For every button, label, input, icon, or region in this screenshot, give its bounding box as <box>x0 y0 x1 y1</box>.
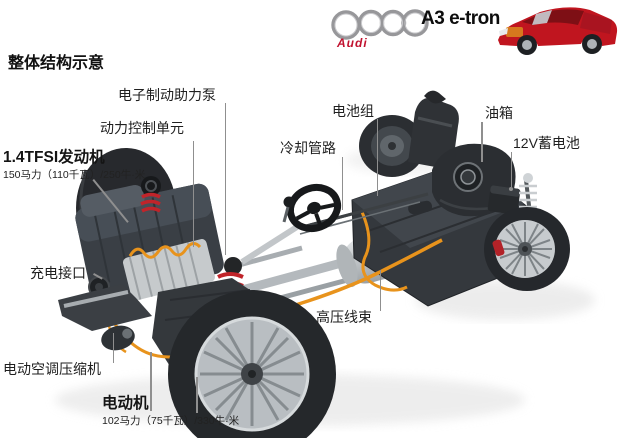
front-subframe <box>58 284 152 331</box>
leader-hv-harness <box>379 270 381 311</box>
callout-motor: 电动机 102马力（75千瓦）/330牛·米 <box>102 395 239 427</box>
leader-12v-endpoint <box>509 187 513 191</box>
leader-cooling <box>341 157 343 210</box>
callout-cooling-pipes: 冷却管路 <box>280 140 336 156</box>
callout-power-control: 动力控制单元 <box>100 120 184 136</box>
callout-battery-12v: 12V蓄电池 <box>513 135 580 151</box>
callout-charge-port: 充电接口 <box>30 265 86 281</box>
callout-fuel-tank-label: 油箱 <box>485 105 513 121</box>
front-left-strut <box>140 176 161 213</box>
callout-motor-label: 电动机 <box>102 395 149 412</box>
callout-ac-compressor-label: 电动空调压缩机 <box>3 361 101 377</box>
callout-charge-port-label: 充电接口 <box>30 265 86 281</box>
leader-fuel-tank <box>481 122 483 162</box>
leader-battery-pack <box>376 119 378 196</box>
steering-wheel <box>240 183 342 265</box>
front-left-wheel <box>168 290 336 438</box>
leader-motor-2 <box>196 377 198 413</box>
callout-motor-spec: 102马力（75千瓦）/330牛·米 <box>102 414 240 427</box>
rear-strut-spring <box>519 173 537 215</box>
model-name: A3 e-tron <box>421 8 500 29</box>
callout-power-control-label: 动力控制单元 <box>100 120 184 136</box>
callout-hv-harness-label: 高压线束 <box>316 309 372 325</box>
leader-power-control <box>192 141 194 247</box>
callout-engine-spec: 150马力（110千瓦）/250牛·米 <box>3 168 146 181</box>
car-cutaway-image <box>498 7 618 55</box>
rear-left-wheel <box>484 207 570 291</box>
callout-battery-pack: 电池组 <box>332 103 374 119</box>
ac-compressor-shape <box>101 325 135 351</box>
callout-battery-12v-label: 12V蓄电池 <box>513 135 580 151</box>
battery-12v-shape <box>487 185 521 215</box>
leader-ac-compressor <box>112 333 114 363</box>
callout-hv-harness: 高压线束 <box>316 309 372 325</box>
leader-brake-pump <box>224 103 226 255</box>
callout-battery-pack-label: 电池组 <box>332 103 374 119</box>
callout-ac-compressor: 电动空调压缩机 <box>3 361 101 377</box>
leader-motor-1 <box>150 352 152 411</box>
callout-engine-label: 1.4TFSI发动机 <box>3 149 105 166</box>
leader-12v <box>510 152 512 187</box>
power-electronics-shape <box>122 239 215 301</box>
audi-wordmark: Audi <box>337 36 368 50</box>
callout-engine: 1.4TFSI发动机 150马力（110千瓦）/250牛·米 <box>3 149 145 181</box>
callout-brake-pump: 电子制动助力泵 <box>118 87 216 103</box>
callout-brake-pump-label: 电子制动助力泵 <box>118 87 216 103</box>
callout-cooling-pipes-label: 冷却管路 <box>280 140 336 156</box>
callout-fuel-tank: 油箱 <box>485 105 513 121</box>
audi-rings-logo <box>331 9 429 40</box>
page-title: 整体结构示意 <box>8 55 105 72</box>
